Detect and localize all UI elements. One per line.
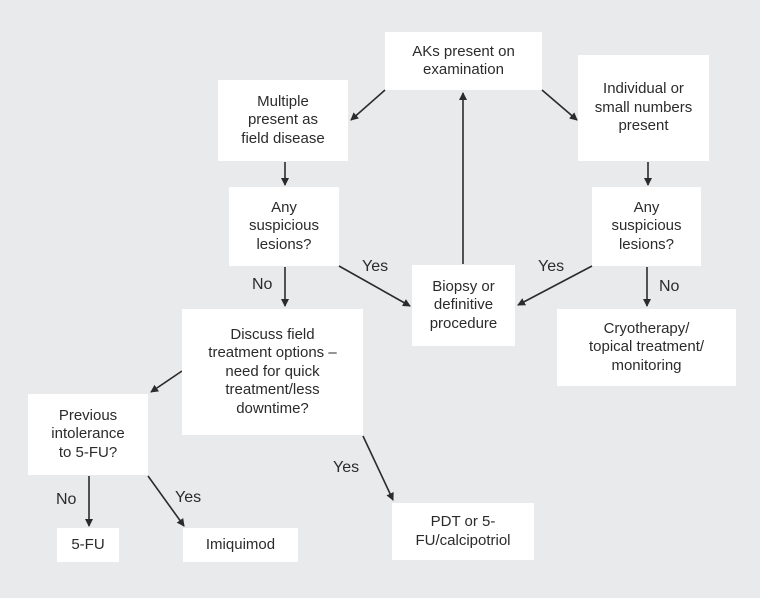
- edge-label-no-5fu: No: [56, 491, 77, 508]
- edge-aks-to-multiple: [350, 89, 386, 121]
- edge-label-yes-left: Yes: [362, 258, 389, 275]
- node-imiquimod: Imiquimod: [183, 528, 298, 562]
- edge-label-yes-pdt: Yes: [333, 459, 360, 476]
- edge-label-yes-right: Yes: [538, 258, 565, 275]
- node-cryotherapy: Cryotherapy/ topical treatment/ monitori…: [557, 309, 736, 386]
- node-pdt-calcipotriol: PDT or 5- FU/calcipotriol: [392, 503, 534, 560]
- node-previous-intolerance: Previous intolerance to 5-FU?: [28, 394, 148, 475]
- node-suspicious-lesions-left: Any suspicious lesions?: [229, 187, 339, 266]
- edge-discuss-to-previous: [150, 370, 183, 393]
- edge-aks-to-individual: [541, 89, 578, 121]
- node-discuss-field-treatment: Discuss field treatment options – need f…: [182, 309, 363, 435]
- node-5fu: 5-FU: [57, 528, 119, 562]
- node-aks-present: AKs present on examination: [385, 32, 542, 90]
- node-suspicious-lesions-right: Any suspicious lesions?: [592, 187, 701, 266]
- edge-discuss-to-pdt: [362, 435, 394, 501]
- node-individual-small-numbers: Individual or small numbers present: [578, 55, 709, 161]
- edge-label-no-left: No: [252, 276, 273, 293]
- node-multiple-field-disease: Multiple present as field disease: [218, 80, 348, 161]
- edge-label-no-right: No: [659, 278, 680, 295]
- edge-label-yes-imiquimod: Yes: [175, 489, 202, 506]
- node-biopsy: Biopsy or definitive procedure: [412, 265, 515, 346]
